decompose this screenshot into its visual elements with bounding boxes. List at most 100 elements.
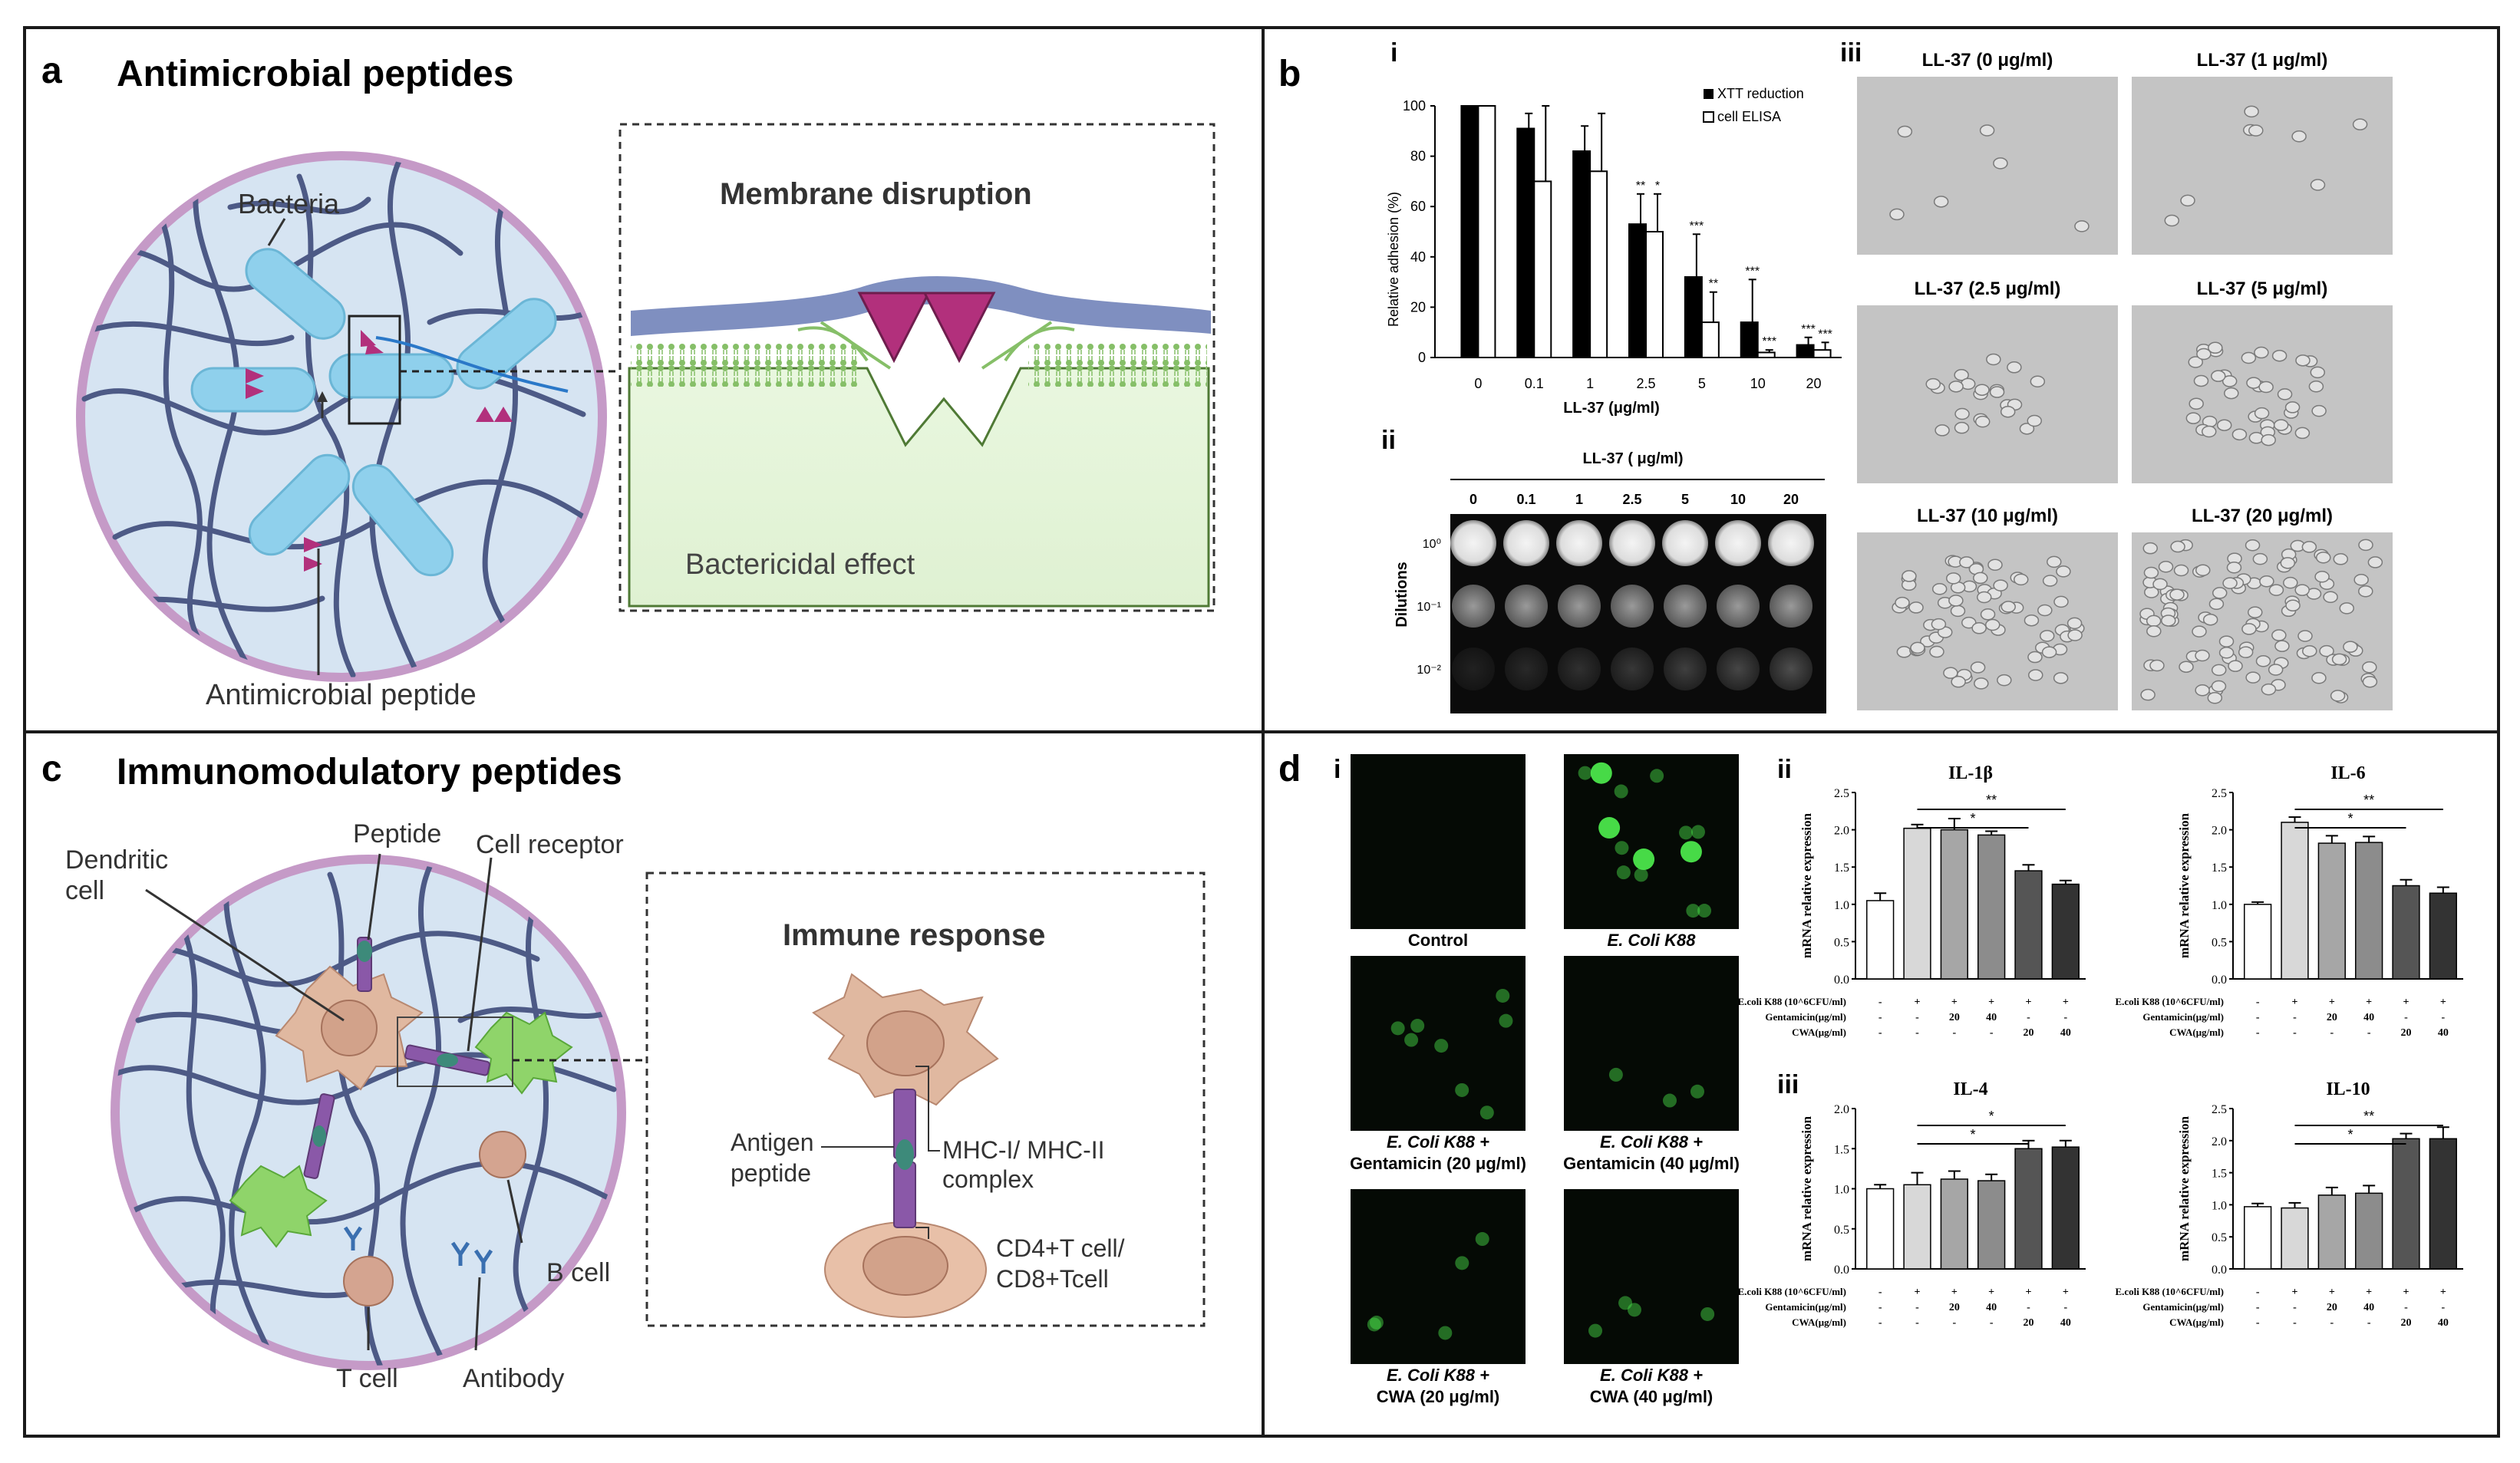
figure-frame bbox=[23, 26, 2500, 1438]
treatment-row-value: - bbox=[2256, 1287, 2260, 1298]
dendritic-label: Dendritic bbox=[65, 845, 168, 875]
adhesion-bar bbox=[1477, 105, 1496, 358]
treatment-row-value: + bbox=[1951, 1287, 1958, 1298]
b-cell bbox=[479, 1131, 526, 1178]
treatment-row-value: - bbox=[2063, 1302, 2067, 1313]
adhesion-bar bbox=[1589, 170, 1608, 358]
micrograph-grid: LL-37 (0 μg/ml)LL-37 (1 μg/ml)LL-37 (2.5… bbox=[1857, 50, 2393, 710]
legend-swatch-elisa bbox=[1703, 111, 1714, 123]
micrograph bbox=[2132, 77, 2393, 255]
treatment-row-value: - bbox=[2404, 1012, 2408, 1023]
significance-mark: * bbox=[1989, 1109, 1994, 1124]
qpcr-ytick: 0.5 bbox=[1834, 936, 1849, 949]
adhesion-xtick: 2.5 bbox=[1636, 376, 1655, 391]
qpcr-bar bbox=[2281, 822, 2309, 980]
treatment-row-value: - bbox=[1915, 1027, 1919, 1039]
membrane-disruption-title: Membrane disruption bbox=[720, 177, 1032, 211]
fluorescence-caption: Control bbox=[1408, 931, 1468, 950]
fluorescence-image bbox=[1564, 956, 1739, 1131]
treatment-row-value: - bbox=[2404, 1302, 2408, 1313]
significance-mark: *** bbox=[1762, 335, 1776, 348]
panel-b-sub-iii: iii bbox=[1840, 38, 1862, 68]
treatment-row-value: - bbox=[2293, 1317, 2297, 1329]
spot bbox=[1503, 520, 1549, 566]
treatment-row-value: - bbox=[2293, 1302, 2297, 1313]
treatment-row-value: - bbox=[1990, 1317, 1994, 1329]
qpcr-ytick: 2.0 bbox=[1834, 1103, 1849, 1116]
significance-mark: ** bbox=[1986, 792, 1997, 808]
adhesion-bar bbox=[1460, 105, 1479, 358]
dendritic-label-2: cell bbox=[65, 876, 104, 905]
peptide-pore-right bbox=[922, 292, 996, 364]
qpcr-ytick: 0.5 bbox=[2212, 1231, 2227, 1244]
spot bbox=[1452, 647, 1495, 690]
legend-elisa: cell ELISA bbox=[1717, 109, 1781, 124]
treatment-row-value: - bbox=[2293, 1012, 2297, 1023]
treatment-row-value: + bbox=[2440, 1287, 2446, 1298]
antibody-label: Antibody bbox=[463, 1364, 564, 1393]
qpcr-ytick: 0.5 bbox=[2212, 936, 2227, 949]
treatment-row-label: E.coli K88 (10^6CFU/ml) bbox=[2115, 996, 2224, 1007]
spot bbox=[1717, 585, 1760, 628]
qpcr-ytick: 1.0 bbox=[2212, 1199, 2227, 1212]
spot bbox=[1715, 520, 1761, 566]
spot-concentration: 0 bbox=[1469, 492, 1477, 507]
treatment-row-value: - bbox=[1915, 1317, 1919, 1329]
spot-assay-ylabel: Dilutions bbox=[1394, 562, 1410, 628]
treatment-row-value: 40 bbox=[2363, 1012, 2374, 1023]
dilution-label: 10⁰ bbox=[1423, 538, 1441, 551]
spot bbox=[1664, 647, 1707, 690]
treatment-row-value: - bbox=[1952, 1317, 1956, 1329]
treatment-row-value: - bbox=[2293, 1027, 2297, 1039]
qpcr-bar bbox=[2355, 1192, 2383, 1270]
treatment-row-value: - bbox=[1878, 1012, 1882, 1023]
fluorescence-caption: E. Coli K88 + bbox=[1387, 1132, 1489, 1152]
spot-concentration: 5 bbox=[1681, 492, 1689, 507]
adhesion-bar bbox=[1516, 127, 1535, 359]
treatment-row-value: + bbox=[1951, 997, 1958, 1008]
adhesion-bar bbox=[1812, 349, 1832, 359]
treatment-row-value: + bbox=[2292, 997, 2298, 1008]
qpcr-title: IL-10 bbox=[2326, 1079, 2370, 1099]
fluorescence-image bbox=[1564, 754, 1739, 929]
hydrogel-circle-a bbox=[76, 151, 607, 682]
spot bbox=[1662, 520, 1708, 566]
qpcr-bar bbox=[1866, 1188, 1895, 1270]
treatment-row-label: Gentamicin(μg/ml) bbox=[2142, 1301, 2224, 1313]
qpcr-ylabel: mRNA relative expression bbox=[1799, 812, 1814, 958]
immune-inset: Immune response Antigen peptide MHC-I/ M… bbox=[645, 872, 1206, 1327]
treatment-row-label: Gentamicin(μg/ml) bbox=[1765, 1301, 1846, 1313]
treatment-row-label: E.coli K88 (10^6CFU/ml) bbox=[1737, 1286, 1846, 1297]
treatment-row-label: CWA(μg/ml) bbox=[2169, 1316, 2224, 1328]
spot-concentration: 0.1 bbox=[1516, 492, 1535, 507]
treatment-row-value: 20 bbox=[1949, 1302, 1960, 1313]
adhesion-xtick: 5 bbox=[1698, 376, 1706, 391]
treatment-row-value: - bbox=[1915, 1012, 1919, 1023]
adhesion-xlabel: LL-37 (μg/ml) bbox=[1563, 400, 1660, 417]
spot-concentration: 1 bbox=[1575, 492, 1583, 507]
qpcr-bar bbox=[2051, 1146, 2080, 1270]
zoom-box-c bbox=[397, 1017, 513, 1087]
qpcr-bar bbox=[2429, 892, 2457, 980]
treatment-row-value: 20 bbox=[1949, 1012, 1960, 1023]
bacterial-cell-body bbox=[628, 367, 1210, 608]
fluorescence-caption-2: CWA (40 μg/ml) bbox=[1590, 1387, 1714, 1406]
tcr-receptor bbox=[893, 1162, 916, 1228]
treatment-row-value: - bbox=[2330, 1027, 2334, 1039]
treatment-row-value: - bbox=[1878, 1287, 1882, 1298]
qpcr-bar bbox=[1903, 1184, 1931, 1270]
spot bbox=[1452, 585, 1495, 628]
treatment-row-value: 40 bbox=[2363, 1302, 2374, 1313]
significance-mark: ** bbox=[1636, 180, 1645, 193]
panel-c-title: Immunomodulatory peptides bbox=[117, 752, 622, 792]
treatment-row-value: + bbox=[1988, 997, 1994, 1008]
spot bbox=[1558, 647, 1601, 690]
qpcr-bar bbox=[2429, 1138, 2457, 1270]
treatment-row-value: - bbox=[2256, 997, 2260, 1008]
qpcr-ylabel: mRNA relative expression bbox=[2177, 812, 2192, 958]
panel-b-sub-i: i bbox=[1390, 38, 1397, 68]
hydrogel-circle-c bbox=[110, 855, 626, 1370]
spot bbox=[1717, 647, 1760, 690]
